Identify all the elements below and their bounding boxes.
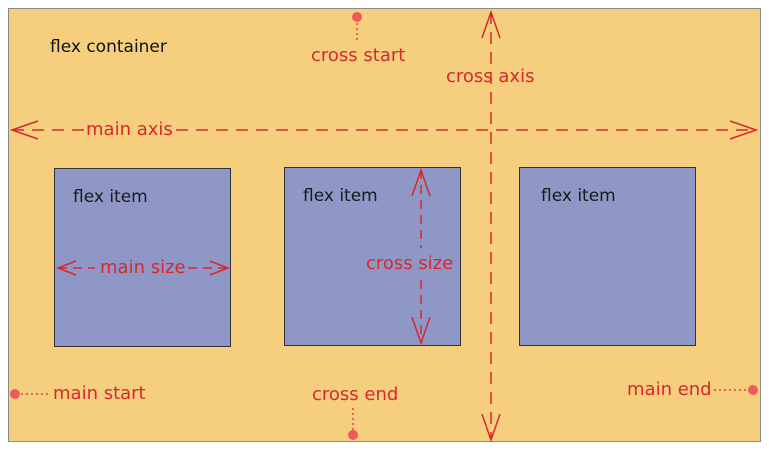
flex-item-2: flex item	[284, 167, 461, 346]
flex-item-1: flex item	[54, 168, 231, 347]
flex-item-3: flex item	[519, 167, 696, 346]
main-axis-arrow	[9, 120, 759, 140]
main-start-dot	[10, 389, 20, 399]
cross-end-dot	[348, 430, 358, 440]
cross-start-dot	[352, 12, 362, 22]
cross-size-arrow	[411, 167, 431, 346]
flex-item-label: flex item	[73, 187, 148, 207]
main-size-label: main size	[100, 257, 186, 278]
main-end-dot	[748, 385, 758, 395]
flex-container-label: flex container	[50, 37, 167, 57]
cross-start-label: cross start	[311, 45, 406, 66]
cross-end-label: cross end	[312, 384, 399, 405]
main-end-label: main end	[627, 379, 712, 400]
cross-size-label: cross size	[366, 253, 454, 274]
main-size-arrow	[55, 260, 231, 276]
cross-axis-label: cross axis	[446, 66, 535, 87]
main-start-label: main start	[53, 383, 146, 404]
main-axis-label: main axis	[86, 119, 173, 140]
cross-axis-arrow	[481, 9, 501, 443]
flex-item-label: flex item	[541, 186, 616, 206]
flex-item-label: flex item	[303, 186, 378, 206]
